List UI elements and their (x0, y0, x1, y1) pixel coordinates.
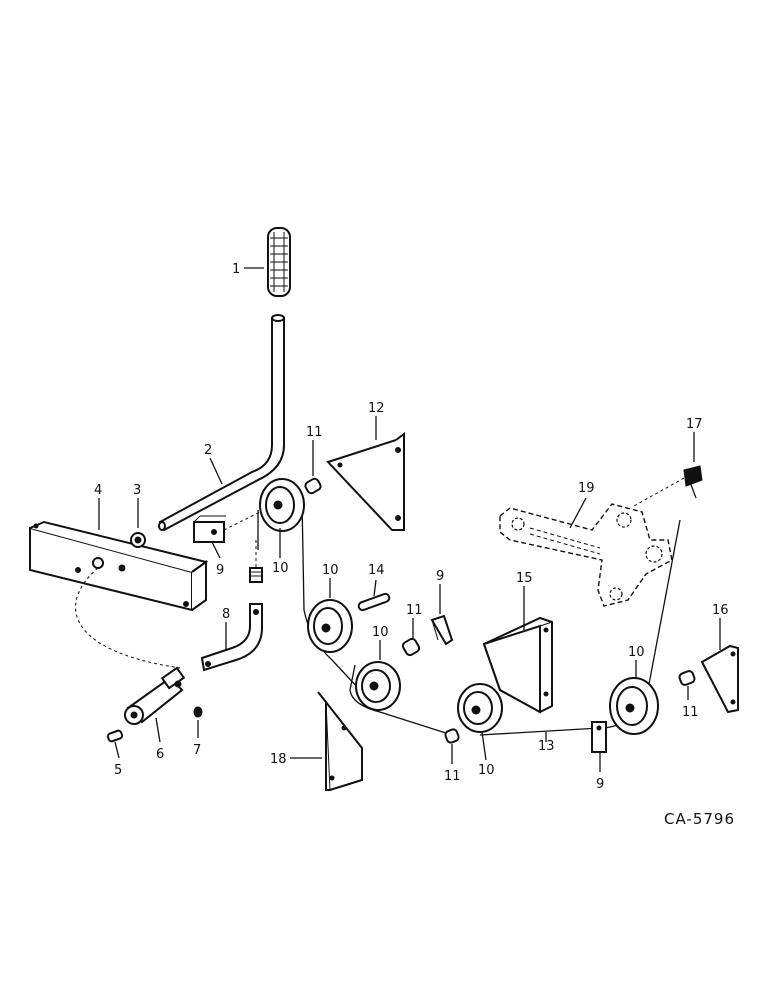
part-19-arm (499, 503, 673, 607)
part-1-grip (267, 227, 291, 297)
part-17-clip (683, 465, 703, 499)
callout-1: 1 (232, 262, 240, 277)
leader-lines (98, 267, 721, 772)
callout-10-d: 10 (478, 763, 495, 778)
part-8-bracket (200, 603, 263, 672)
pulley-10-e (609, 677, 659, 735)
callout-10-a: 10 (272, 561, 289, 576)
callout-5: 5 (114, 763, 122, 778)
callout-9-bottom: 9 (596, 777, 604, 792)
callout-10-b: 10 (322, 563, 339, 578)
drawing-code: CA-5796 (664, 810, 735, 828)
part-9-bracket-middle (430, 614, 454, 646)
callout-11-b: 11 (406, 603, 423, 618)
callout-15: 15 (516, 571, 533, 586)
callout-17: 17 (686, 417, 703, 432)
part-18-bracket (317, 691, 363, 791)
part-15-support (482, 616, 553, 714)
part-4-plate (29, 520, 209, 612)
pulley-10-d (457, 683, 503, 733)
callout-18: 18 (270, 752, 287, 767)
callout-8: 8 (222, 607, 230, 622)
callout-12: 12 (368, 401, 385, 416)
part-5-pin (106, 729, 124, 743)
bolt (249, 567, 263, 583)
bushing-11-b (401, 637, 421, 657)
callout-13: 13 (538, 739, 555, 754)
part-7-nut (193, 706, 203, 718)
callout-3: 3 (133, 483, 141, 498)
callout-9-middle: 9 (436, 569, 444, 584)
part-12-bracket (326, 432, 405, 531)
callout-9-left: 9 (216, 563, 224, 578)
pulley-10-a (259, 478, 305, 532)
bushing-11-c (444, 728, 460, 744)
callout-19: 19 (578, 481, 595, 496)
pulley-10-b (307, 599, 353, 653)
part-16-bracket (700, 644, 739, 714)
part-9-bracket-bottom (591, 721, 607, 753)
callout-4: 4 (94, 483, 102, 498)
bushing-11-a (304, 477, 322, 495)
callout-11-c: 11 (444, 769, 461, 784)
callout-11-a: 11 (306, 425, 323, 440)
pulley-10-c (355, 661, 401, 711)
callout-16: 16 (712, 603, 729, 618)
bushing-11-d (678, 670, 696, 686)
callout-7: 7 (193, 743, 201, 758)
part-6-clevis (124, 666, 186, 725)
callout-2: 2 (204, 443, 212, 458)
callout-11-d: 11 (682, 705, 699, 720)
part-14-pin (357, 592, 391, 612)
part-3-nut (130, 532, 146, 548)
callout-10-e: 10 (628, 645, 645, 660)
callout-6: 6 (156, 747, 164, 762)
callout-14: 14 (368, 563, 385, 578)
callout-labels: 1 2 3 4 5 6 7 8 9 9 9 10 10 10 10 10 11 … (94, 262, 735, 828)
callout-10-c: 10 (372, 625, 389, 640)
part-9-bracket-left (193, 515, 226, 543)
part-2-lever-rod (158, 314, 285, 532)
